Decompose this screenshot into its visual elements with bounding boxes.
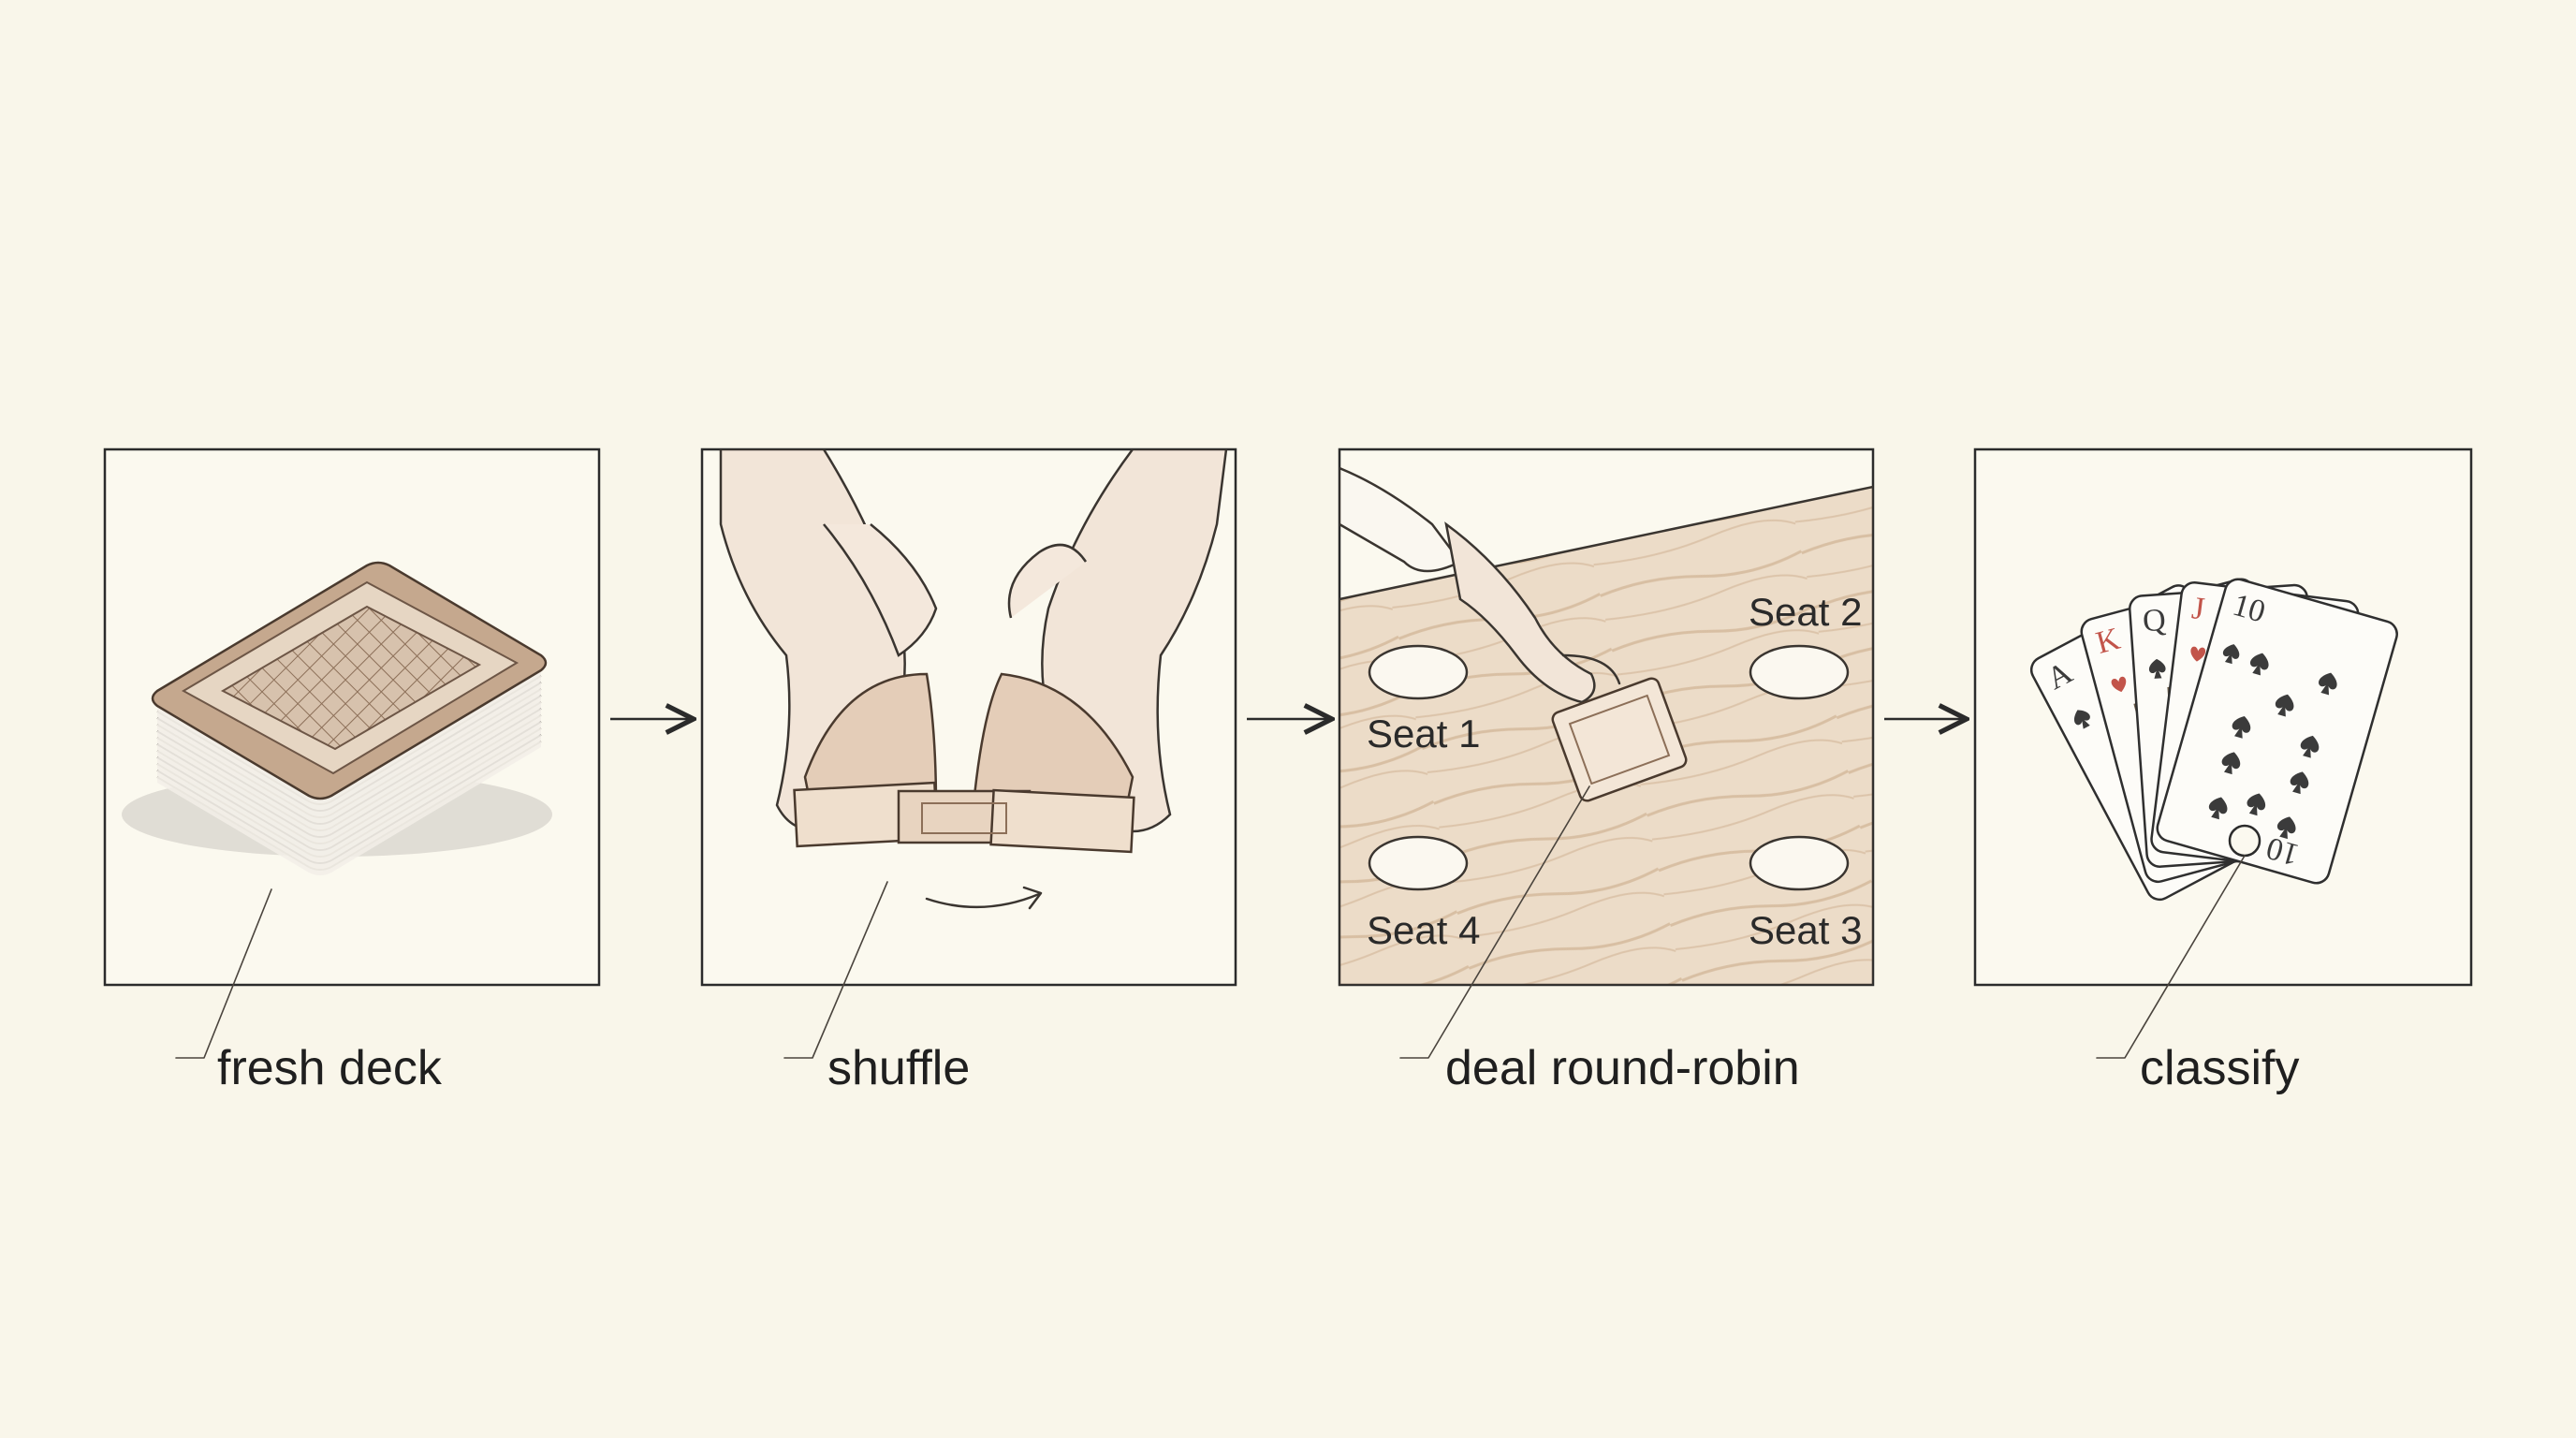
panel-shuffle [700, 448, 1237, 987]
spade-icon [2290, 771, 2309, 795]
panel-deal: Seat 1 Seat 2 Seat 4 Seat 3 [1338, 448, 1875, 987]
label-deal-round-robin: deal round-robin [1445, 1041, 1800, 1095]
card-rank: J [2190, 591, 2207, 626]
seat-2: Seat 2 [1749, 590, 1862, 700]
card-deck-illustration [122, 561, 552, 875]
seat-4: Seat 4 [1367, 835, 1480, 952]
shuffle-hands-illustration [719, 449, 1228, 854]
dealt-card [1551, 677, 1688, 802]
shuffle-motion-arrow [925, 892, 1041, 909]
label-classify: classify [2140, 1041, 2299, 1095]
spade-icon [2276, 816, 2296, 840]
label-fresh-deck: fresh deck [217, 1041, 443, 1095]
classify-pointer-dot [2228, 824, 2261, 858]
label-shuffle: shuffle [827, 1041, 970, 1095]
heart-icon [2111, 676, 2127, 693]
heart-icon [2190, 646, 2206, 662]
spade-icon [2275, 694, 2294, 717]
spade-icon [2319, 672, 2337, 696]
spade-icon [2232, 715, 2251, 739]
callout-deal: deal round-robin [1399, 785, 1800, 1095]
spade-icon [2148, 658, 2166, 679]
seat-2-label: Seat 2 [1749, 590, 1862, 634]
spade-icon [2300, 735, 2320, 758]
seat-1: Seat 1 [1367, 644, 1480, 756]
spade-icon [2221, 752, 2241, 775]
seat-4-label: Seat 4 [1367, 908, 1480, 952]
spade-icon [2208, 797, 2228, 820]
callout-shuffle: shuffle [783, 881, 970, 1095]
spade-icon [2222, 644, 2240, 665]
spade-icon [2073, 710, 2090, 729]
seat-3: Seat 3 [1749, 835, 1862, 952]
spade-icon [2249, 653, 2269, 676]
spade-icon [2247, 793, 2266, 816]
callout-classify: classify [2096, 855, 2299, 1095]
card-rank: Q [2142, 603, 2167, 639]
callout-fresh-deck: fresh deck [175, 888, 443, 1095]
panel-fresh-deck [103, 448, 601, 987]
seat-1-label: Seat 1 [1367, 712, 1480, 756]
seat-3-label: Seat 3 [1749, 908, 1862, 952]
